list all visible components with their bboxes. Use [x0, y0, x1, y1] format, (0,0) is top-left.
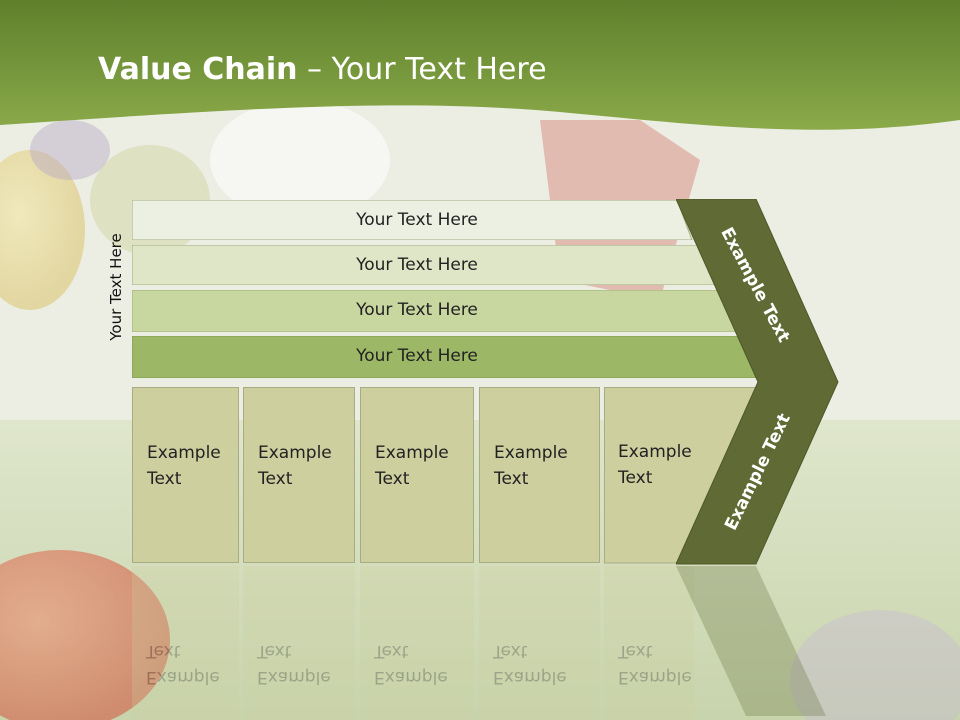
box-4-reflection-line1: Example [493, 667, 567, 687]
box-4-line1: Example [494, 443, 568, 463]
box-1-line2: Text [147, 469, 182, 489]
box-2-reflection-line2: Text [257, 641, 292, 661]
bar-4-shape [132, 336, 765, 378]
bar-3-label: Your Text Here [356, 300, 478, 320]
side-label: Your Text Here [107, 233, 125, 341]
box-1-line1: Example [147, 443, 221, 463]
title-rest: – Your Text Here [297, 52, 547, 87]
slide-title: Value Chain – Your Text Here [98, 52, 547, 87]
box-4-reflection-text: Example Text [493, 638, 567, 690]
box-5-line2: Text [618, 468, 653, 488]
box-4-reflection-line2: Text [493, 641, 528, 661]
bar-1-label: Your Text Here [356, 210, 478, 230]
box-2-reflection-line1: Example [257, 667, 331, 687]
bar-4-label: Your Text Here [356, 346, 478, 366]
box-1-reflection-line1: Example [146, 667, 220, 687]
box-3-reflection-text: Example Text [374, 638, 448, 690]
box-1-reflection-line2: Text [146, 641, 181, 661]
box-2-line2: Text [258, 469, 293, 489]
box-4-line2: Text [494, 469, 529, 489]
bar-3-shape [132, 290, 741, 332]
box-3-reflection-line2: Text [374, 641, 409, 661]
box-3-reflection-line1: Example [374, 667, 448, 687]
box-3-line1: Example [375, 443, 449, 463]
title-bold: Value Chain [98, 52, 298, 87]
bar-2-shape [132, 245, 718, 285]
box-2-reflection: Example Text [243, 566, 355, 720]
box-2-reflection-text: Example Text [257, 638, 331, 690]
bar-1-shape [132, 200, 693, 240]
box-3-line2: Text [375, 469, 410, 489]
bar-2-label: Your Text Here [356, 255, 478, 275]
box-5-line1: Example [618, 442, 692, 462]
box-4-reflection: Example Text [479, 566, 600, 720]
box-2-line1: Example [258, 443, 332, 463]
chevron-reflection [676, 566, 826, 716]
box-1-reflection: Example Text [132, 566, 239, 720]
box-1-reflection-text: Example Text [146, 638, 220, 690]
box-3-reflection: Example Text [360, 566, 474, 720]
value-chevron [676, 199, 839, 565]
